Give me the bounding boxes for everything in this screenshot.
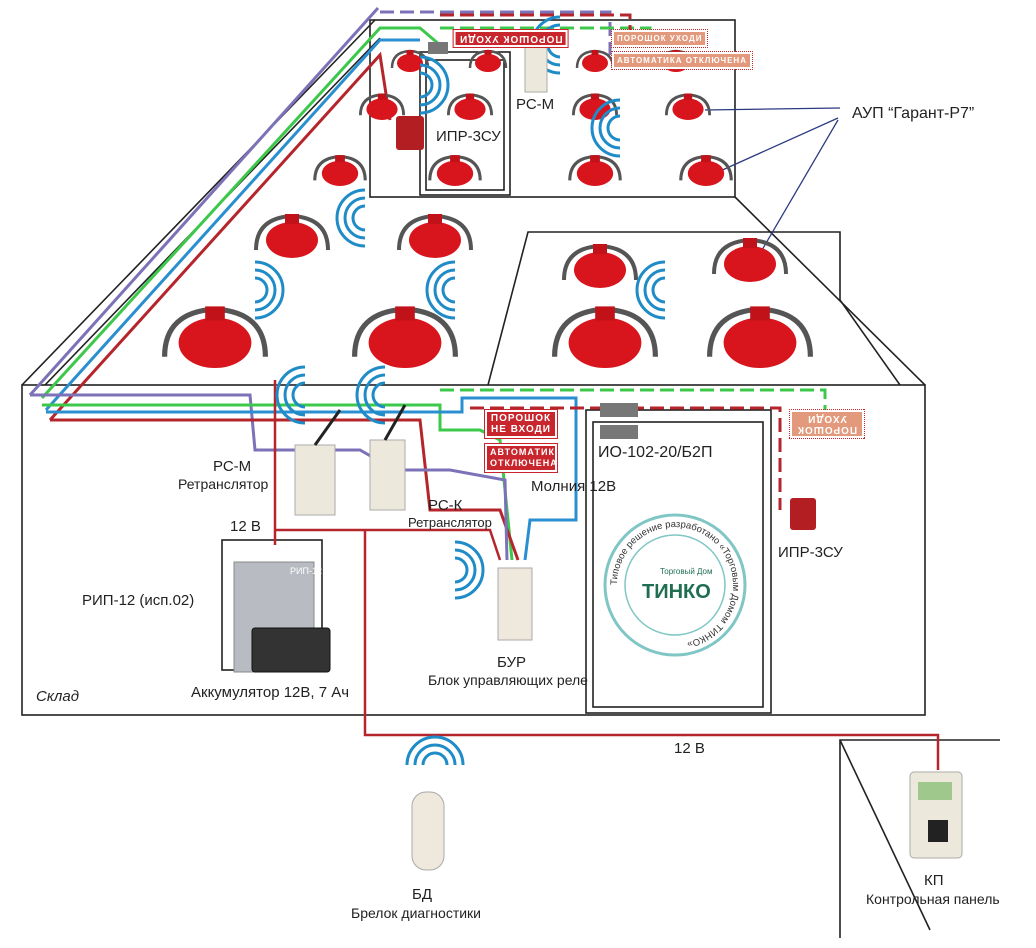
sign-pale-top-1: ПОРОШОК УХОДИ (610, 29, 709, 48)
radio-wave-icon (454, 556, 469, 584)
radio-wave-icon (343, 196, 366, 240)
radio-wave-icon (254, 268, 277, 312)
sprinkler-icon (572, 93, 618, 120)
radio-wave-icon (643, 268, 666, 312)
sprinklers (162, 49, 813, 368)
radio-wave-icon (275, 365, 306, 425)
radio-wave-icon (419, 63, 442, 107)
io-magnet (600, 403, 638, 417)
rs-m-top-label: РС-М (516, 96, 555, 113)
battery (251, 627, 331, 673)
radio-wave-icon (254, 260, 285, 320)
rs-k-device (369, 439, 406, 511)
sprinkler-icon (254, 213, 330, 258)
radio-wave-icon (419, 71, 434, 99)
tinko-small: Торговый Дом (660, 567, 713, 576)
radio-wave-icon (454, 548, 477, 592)
voltage-label-bottom: 12 В (674, 740, 705, 757)
radio-wave-icon (355, 365, 386, 425)
sprinkler-icon (390, 49, 430, 72)
bd-label: БД (412, 886, 433, 903)
kp-sublabel: Контрольная панель (866, 891, 1000, 907)
ipr-device (790, 498, 816, 530)
ipr-label: ИПР-3СУ (778, 544, 843, 561)
building-outline (21, 19, 1000, 938)
rs-m-sublabel: Ретранслятор (178, 476, 269, 492)
rs-m-device (294, 444, 336, 516)
radio-wave-icon (413, 743, 457, 766)
radio-wave-icon (635, 260, 666, 320)
radio-wave-icon (433, 268, 456, 312)
radio-wave-icon (454, 540, 485, 600)
io-label: ИО-102-20/Б2П (598, 444, 713, 461)
sprinkler-icon (428, 155, 482, 186)
sprinkler-icon (707, 306, 813, 368)
sign-powder-leave: ПОРОШОК УХОДИ (453, 29, 569, 48)
aup-arrows (704, 107, 841, 263)
rs-k-sublabel: Ретранслятор (408, 515, 492, 530)
radio-wave-icon (590, 98, 621, 158)
radio-wave-icon (606, 114, 621, 142)
radio-wave-icon (291, 381, 306, 409)
radio-wave-icon (335, 188, 366, 248)
sprinkler-icon (352, 306, 458, 368)
aup-label: АУП “Гарант-Р7” (852, 105, 975, 122)
radio-waves (254, 15, 666, 766)
sign-automation-off: АВТОМАТИКА ОТКЛЮЧЕНА (484, 443, 561, 473)
seal: Типовое решение разработано «Торговым До… (603, 513, 747, 657)
radio-wave-icon (405, 735, 465, 766)
bur-device (497, 567, 533, 641)
sprinkler-icon (679, 155, 733, 186)
radio-wave-icon (598, 106, 621, 150)
radio-wave-icon (283, 373, 306, 417)
radio-wave-icon (419, 55, 450, 115)
radio-wave-icon (425, 260, 456, 320)
sign-pale-top-2: АВТОМАТИКА ОТКЛЮЧЕНА (611, 51, 753, 70)
sprinkler-icon (575, 49, 615, 72)
rip-title: РИП-12 (исп.02) (82, 592, 195, 609)
sprinkler-icon (359, 93, 405, 120)
battery-label: Аккумулятор 12В, 7 Ач (191, 684, 350, 701)
radio-wave-icon (441, 276, 456, 304)
sprinkler-icon (568, 155, 622, 186)
sprinkler-icon (552, 306, 658, 368)
rs-m-top-device (524, 41, 548, 93)
radio-wave-icon (421, 751, 449, 766)
rip-label: РИП-12 (290, 566, 322, 576)
tinko-logo: ТИНКО (642, 581, 711, 603)
radio-wave-icon (651, 276, 666, 304)
sprinkler-icon (712, 237, 788, 282)
molniya-label: Молния 12В (531, 478, 617, 495)
kp-label: КП (924, 872, 944, 889)
bd-sublabel: Брелок диагностики (351, 905, 481, 921)
sign-powder-no-enter: ПОРОШОК НЕ ВХОДИ (484, 409, 558, 439)
bur-label: БУР (497, 654, 527, 671)
sprinkler-icon (468, 49, 508, 72)
sprinkler-icon (562, 243, 638, 288)
ipr-top-label: ИПР-3СУ (436, 128, 501, 145)
sign-powder-leave-pale: ПОРОШОК УХОДИ (789, 409, 865, 439)
rs-m-label: РС-М (213, 458, 252, 475)
bd-keyfob (411, 791, 445, 871)
radio-wave-icon (363, 373, 386, 417)
io-sensor (600, 425, 638, 439)
radio-wave-icon (351, 204, 366, 232)
sprinkler-icon (162, 306, 268, 368)
devices (233, 41, 963, 871)
sprinkler-icon (447, 93, 493, 120)
wires (28, 6, 940, 770)
radio-wave-icon (371, 381, 386, 409)
sprinkler-icon (313, 155, 367, 186)
rs-k-label: РС-К (428, 497, 463, 514)
storage-label: Склад (36, 688, 80, 705)
voltage-label-top: 12 В (230, 518, 261, 535)
radio-wave-icon (254, 276, 269, 304)
sprinkler-icon (665, 93, 711, 120)
ipr-top-device (396, 116, 424, 150)
sprinkler-icon (397, 213, 473, 258)
bur-sublabel: Блок управляющих реле (428, 672, 588, 688)
